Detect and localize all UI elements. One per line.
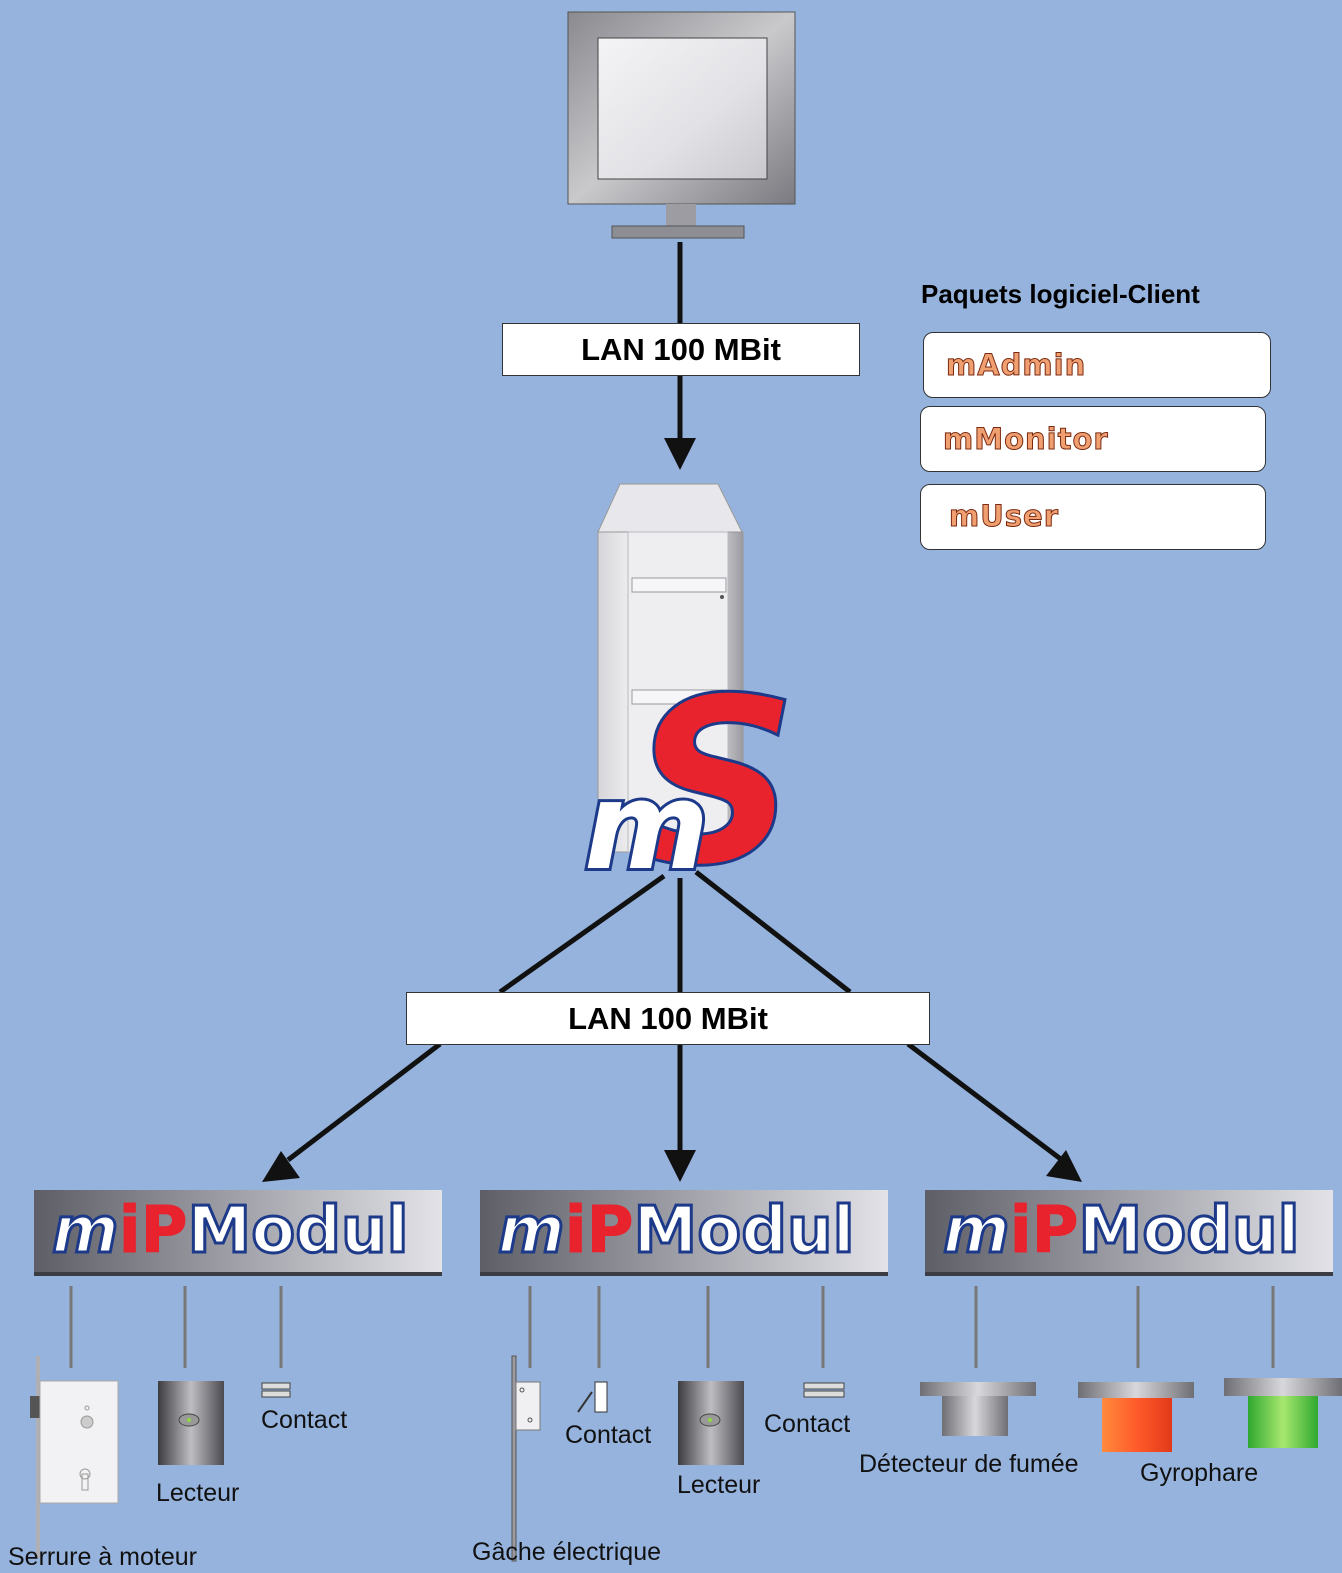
label-gache: Gâche électrique (472, 1538, 662, 1566)
label-contact-1: Contact (261, 1406, 348, 1434)
smoke-detector-icon (920, 1382, 1036, 1436)
mipmodul-logo: miPModul (497, 1194, 856, 1268)
mipmodul-2: miPModul (480, 1190, 888, 1276)
package-madmin: mAdmin (923, 332, 1271, 398)
electric-strike-icon (511, 1355, 541, 1562)
mipmodul-1: miPModul (34, 1190, 442, 1276)
label-lecteur-1: Lecteur (156, 1479, 240, 1507)
contact-icon (577, 1381, 608, 1413)
ms-logo: S m (581, 649, 799, 919)
label-lecteur-2: Lecteur (677, 1471, 761, 1499)
packages-title: Paquets logiciel-Client (921, 279, 1200, 309)
monitor-icon (567, 11, 796, 239)
label-serrure: Serrure à moteur (8, 1543, 197, 1571)
logo-letter-s: S (632, 650, 798, 917)
package-mmonitor: mMonitor (920, 406, 1266, 472)
package-label: mUser (949, 499, 1059, 534)
package-label: mMonitor (943, 422, 1109, 457)
motor-lock-icon (30, 1356, 119, 1558)
label-contact-3: Contact (764, 1410, 851, 1438)
lan-top-label: LAN 100 MBit (581, 331, 781, 367)
contact-icon (803, 1382, 845, 1398)
label-detecteur: Détecteur de fumée (859, 1450, 1079, 1478)
lan-top-box: LAN 100 MBit (502, 323, 860, 376)
package-muser: mUser (920, 484, 1266, 550)
card-reader-icon (158, 1381, 224, 1465)
logo-letter-m: m (584, 758, 709, 897)
label-gyrophare: Gyrophare (1140, 1459, 1259, 1487)
red-beacon-icon (1078, 1382, 1194, 1452)
mipmodul-logo: miPModul (51, 1194, 410, 1268)
lan-mid-box: LAN 100 MBit (406, 992, 930, 1045)
card-reader-icon (678, 1381, 744, 1465)
green-beacon-icon (1224, 1378, 1342, 1448)
label-contact-2: Contact (565, 1421, 652, 1449)
contact-icon (261, 1382, 291, 1398)
lan-mid-label: LAN 100 MBit (568, 1000, 768, 1036)
mipmodul-logo: miPModul (942, 1194, 1301, 1268)
server-tower-icon (597, 483, 744, 853)
package-label: mAdmin (945, 348, 1087, 383)
mipmodul-3: miPModul (925, 1190, 1333, 1276)
